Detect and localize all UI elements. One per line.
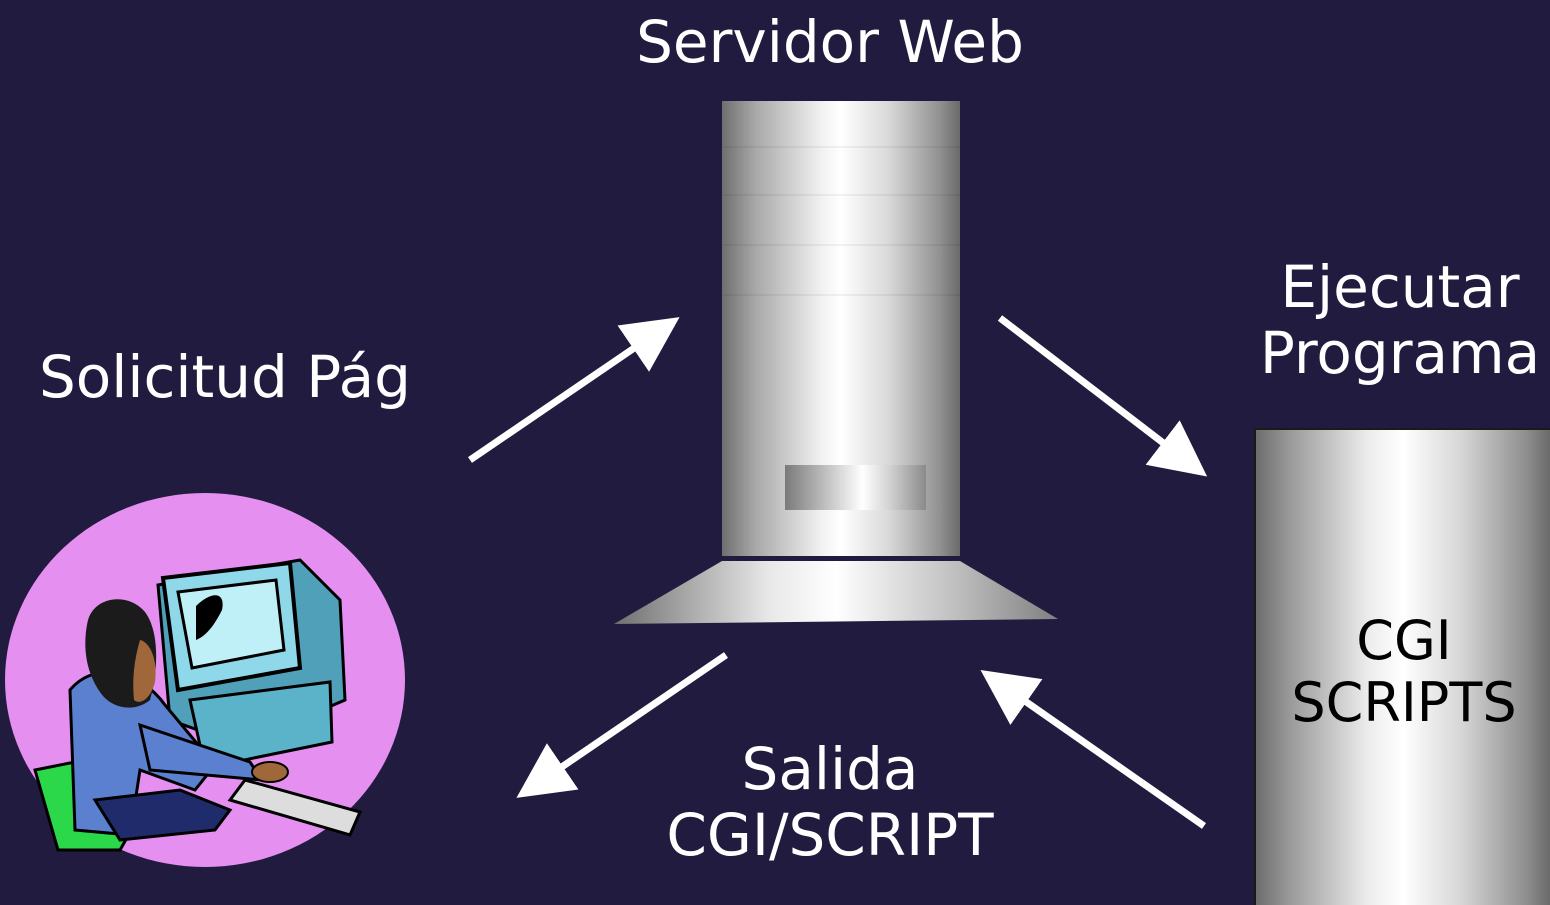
arrow-server-to-user <box>516 652 728 798</box>
scripts-line2: SCRIPTS <box>1291 671 1517 734</box>
output-label: Salida CGI/SCRIPT <box>600 736 1060 868</box>
arrow-scripts-to-server <box>980 669 1207 829</box>
server-base <box>614 561 1058 624</box>
tower-band <box>722 244 960 246</box>
tower-band <box>722 146 960 148</box>
arrow-request-to-server <box>468 317 680 463</box>
request-label: Solicitud Pág <box>38 343 411 411</box>
tower-band <box>722 194 960 196</box>
tower-drive-slot <box>785 465 926 510</box>
execute-label-line2: Programa <box>1259 319 1541 387</box>
arrow-server-to-scripts <box>997 315 1208 477</box>
server-label: Servidor Web <box>636 8 1024 76</box>
execute-label-line1: Ejecutar <box>1280 253 1520 321</box>
execute-program-label: Ejecutar Programa <box>1220 254 1550 386</box>
scripts-line1: CGI <box>1356 609 1452 672</box>
output-label-line2: CGI/SCRIPT <box>666 801 994 869</box>
output-label-line1: Salida <box>741 735 919 803</box>
server-tower-icon <box>722 101 960 556</box>
cgi-scripts-text: CGI SCRIPTS <box>1256 610 1550 734</box>
tower-band <box>722 294 960 296</box>
cgi-scripts-box: CGI SCRIPTS <box>1254 428 1550 905</box>
person-at-computer-icon <box>5 493 405 867</box>
